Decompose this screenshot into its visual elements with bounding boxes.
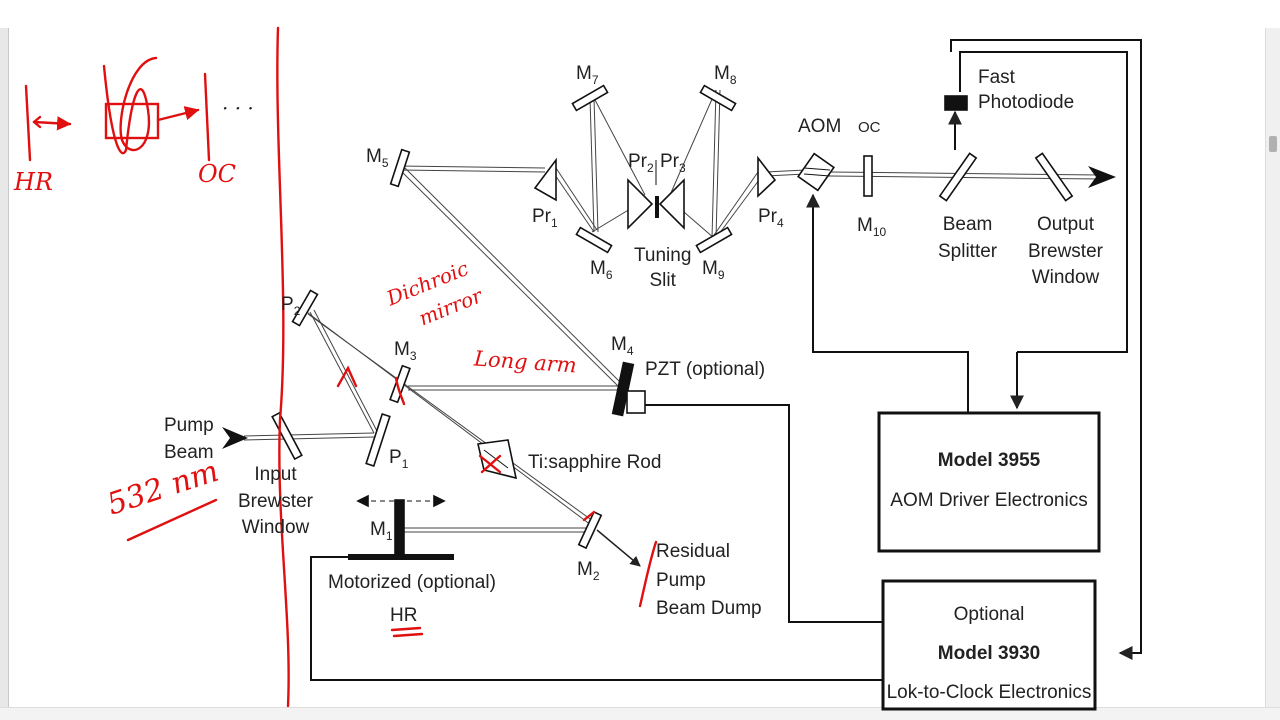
pzt-label: PZT (optional) xyxy=(645,359,766,380)
aom-driver-desc: AOM Driver Electronics xyxy=(890,490,1088,511)
lok-desc: Lok-to-Clock Electronics xyxy=(886,682,1092,703)
pr4-label: Pr4 xyxy=(758,206,784,230)
annotation-dots: · · · xyxy=(222,96,254,120)
aom-driver-model: Model 3955 xyxy=(937,450,1041,471)
m2-label: M2 xyxy=(577,559,600,583)
beam-paths xyxy=(243,89,1101,567)
red-annotations xyxy=(24,26,658,708)
pump-arrow xyxy=(222,427,248,449)
scrollbar-thumb[interactable] xyxy=(1269,136,1277,152)
hr-label: HR xyxy=(390,605,418,626)
annotation-hr: HR xyxy=(14,168,53,196)
lok-optional: Optional xyxy=(953,604,1025,625)
annotation-oc: OC xyxy=(198,160,237,188)
output-arrow xyxy=(1088,166,1116,188)
m8-label: M8 xyxy=(714,63,737,87)
pr2-label: Pr2 xyxy=(628,151,654,175)
m4-label: M4 xyxy=(611,334,634,358)
p2-label: P2 xyxy=(281,294,301,318)
lok-to-clock-box xyxy=(881,579,1097,711)
vertical-scrollbar[interactable] xyxy=(1265,28,1280,708)
pr1-label: Pr1 xyxy=(532,206,558,230)
electrical-wiring xyxy=(310,39,1142,681)
motorized-label: Motorized (optional) xyxy=(328,572,496,593)
p1-label: P1 xyxy=(389,447,409,471)
oc-label: OC xyxy=(858,119,881,136)
m3-label: M3 xyxy=(394,339,417,363)
window-left-edge xyxy=(0,28,9,708)
pr3-label: Pr3 xyxy=(660,151,686,175)
m9-label: M9 xyxy=(702,258,725,282)
lok-model: Model 3930 xyxy=(937,643,1041,664)
m1-label: M1 xyxy=(370,519,393,543)
m6-label: M6 xyxy=(590,258,613,282)
aom-label: AOM xyxy=(798,116,842,137)
ti-sapphire-rod-label: Ti:sapphire Rod xyxy=(528,452,662,473)
m7-label: M7 xyxy=(576,63,599,87)
aom-driver-box xyxy=(877,411,1101,553)
m5-label: M5 xyxy=(366,146,389,170)
m10-label: M10 xyxy=(857,215,887,239)
